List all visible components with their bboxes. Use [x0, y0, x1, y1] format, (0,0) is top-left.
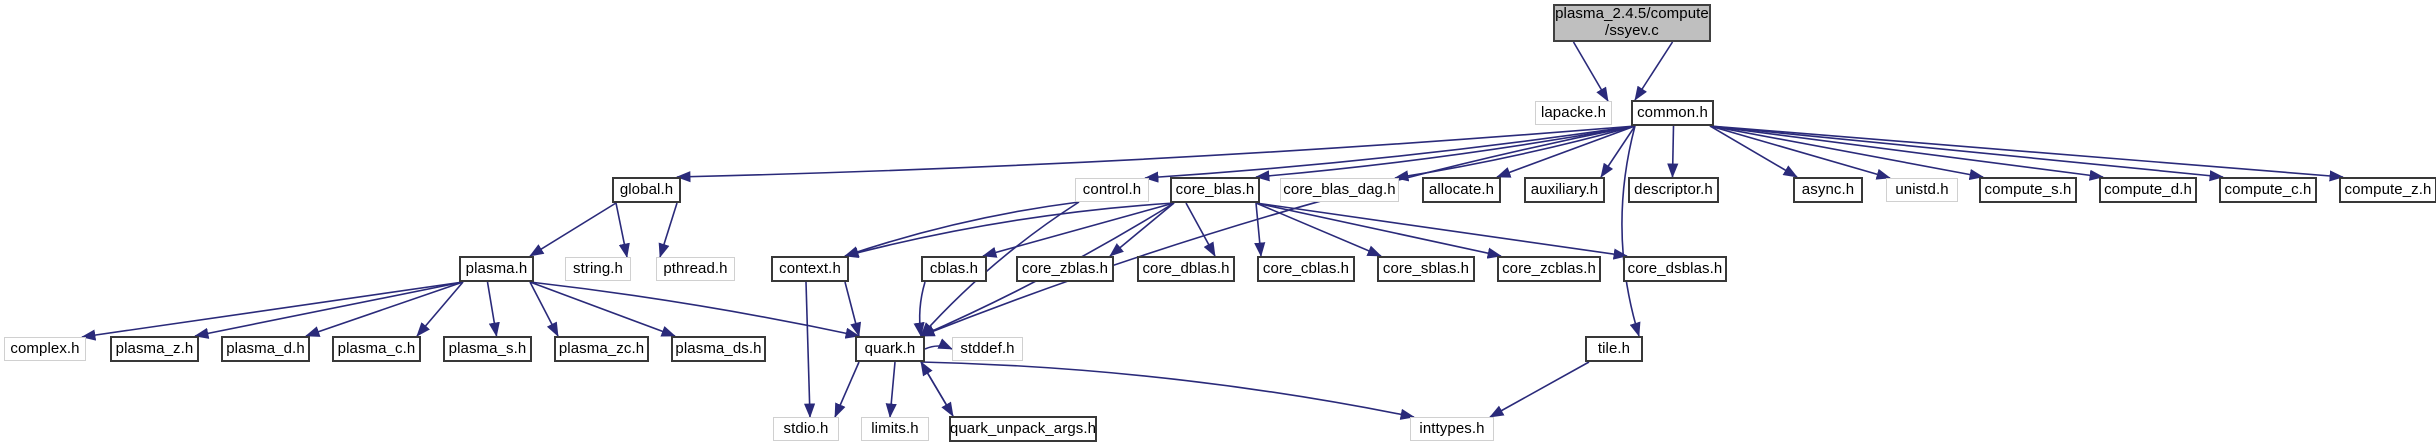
graph-edge-core_blas-to-core_zcblas — [1255, 202, 1502, 259]
graph-node-plasma_c[interactable]: plasma_c.h — [332, 336, 421, 362]
graph-edge-quark-to-limits — [885, 361, 897, 418]
graph-edge-plasma-to-plasma_d — [305, 281, 464, 337]
graph-node-inttypes[interactable]: inttypes.h — [1410, 417, 1494, 441]
graph-node-lapacke[interactable]: lapacke.h — [1535, 101, 1612, 125]
graph-node-compute_s[interactable]: compute_s.h — [1979, 177, 2077, 203]
graph-node-core_zcblas[interactable]: core_zcblas.h — [1497, 256, 1601, 282]
graph-edge-common-to-compute_s — [1709, 125, 1984, 181]
graph-node-plasma_zc[interactable]: plasma_zc.h — [554, 336, 649, 362]
graph-node-core_blas[interactable]: core_blas.h — [1170, 177, 1260, 203]
graph-edge-common-to-unistd — [1709, 125, 1891, 180]
graph-edge-plasma-to-plasma_ds — [529, 281, 676, 337]
graph-edge-quark-to-inttypes — [920, 361, 1415, 420]
graph-edge-plasma-to-plasma_s — [486, 281, 500, 337]
graph-node-global[interactable]: global.h — [612, 177, 681, 203]
graph-edge-common-to-compute_c — [1709, 125, 2224, 182]
graph-node-descriptor[interactable]: descriptor.h — [1628, 177, 1719, 203]
graph-edge-plasma-to-quark — [529, 281, 860, 339]
graph-edge-common-to-global — [676, 125, 1636, 183]
graph-edge-common-to-auxiliary — [1600, 125, 1636, 178]
graph-edge-global-to-pthread — [658, 202, 678, 258]
graph-edge-control-to-context — [844, 201, 1080, 257]
graph-edge-quark-to-quark_unpack — [920, 361, 954, 417]
graph-node-async[interactable]: async.h — [1793, 177, 1863, 203]
graph-node-plasma_d[interactable]: plasma_d.h — [221, 336, 310, 362]
graph-node-string[interactable]: string.h — [565, 257, 631, 281]
graph-node-common[interactable]: common.h — [1631, 100, 1714, 126]
graph-edge-common-to-compute_z — [1709, 125, 2344, 182]
graph-edge-cblas-to-quark — [913, 281, 926, 337]
graph-node-pthread[interactable]: pthread.h — [656, 257, 735, 281]
graph-edge-global-to-plasma — [529, 202, 617, 257]
graph-edge-plasma-to-plasma_zc — [529, 281, 559, 337]
graph-edge-root-to-lapacke — [1572, 41, 1609, 102]
graph-node-core_sblas[interactable]: core_sblas.h — [1377, 256, 1475, 282]
graph-node-tile[interactable]: tile.h — [1585, 336, 1643, 362]
graph-edge-core_blas-to-core_dsblas — [1255, 202, 1628, 260]
graph-node-plasma_s[interactable]: plasma_s.h — [443, 336, 532, 362]
graph-node-quark[interactable]: quark.h — [855, 336, 925, 362]
graph-edge-common-to-tile — [1621, 125, 1641, 337]
graph-node-stdio[interactable]: stdio.h — [773, 417, 839, 441]
graph-edge-common-to-descriptor — [1667, 125, 1679, 178]
graph-edge-context-to-quark — [844, 281, 862, 337]
graph-edge-common-to-quark — [920, 125, 1636, 337]
graph-node-quark_unpack[interactable]: quark_unpack_args.h — [949, 416, 1097, 442]
graph-node-core_blas_dag[interactable]: core_blas_dag.h — [1280, 178, 1399, 202]
graph-edge-quark-to-stdio — [834, 361, 860, 418]
graph-edge-common-to-allocate — [1496, 125, 1636, 178]
graph-node-core_zblas[interactable]: core_zblas.h — [1016, 256, 1114, 282]
graph-edge-quark-to-stddef — [924, 338, 953, 350]
graph-edge-context-to-stdio — [804, 281, 816, 418]
graph-edge-global-to-string — [615, 202, 630, 258]
graph-node-core_dsblas[interactable]: core_dsblas.h — [1623, 256, 1727, 282]
graph-node-context[interactable]: context.h — [771, 256, 849, 282]
graph-edge-common-to-async — [1709, 125, 1798, 178]
graph-node-unistd[interactable]: unistd.h — [1886, 178, 1958, 202]
graph-node-plasma_ds[interactable]: plasma_ds.h — [671, 336, 766, 362]
graph-node-plasma[interactable]: plasma.h — [459, 256, 534, 282]
graph-node-root[interactable]: plasma_2.4.5/compute /ssyev.c — [1553, 4, 1711, 42]
graph-edge-common-to-control — [1144, 125, 1636, 183]
graph-node-compute_z[interactable]: compute_z.h — [2339, 177, 2436, 203]
graph-edge-core_blas-to-core_zblas — [1109, 202, 1175, 257]
graph-node-stddef[interactable]: stddef.h — [952, 337, 1023, 361]
graph-node-compute_d[interactable]: compute_d.h — [2099, 177, 2197, 203]
graph-node-complex[interactable]: complex.h — [4, 337, 86, 361]
graph-edge-core_blas-to-core_cblas — [1254, 202, 1266, 257]
graph-edge-core_blas-to-cblas — [982, 202, 1175, 258]
graph-edge-tile-to-inttypes — [1489, 361, 1590, 418]
graph-edge-core_blas-to-core_dblas — [1185, 202, 1216, 257]
graph-edge-plasma-to-plasma_z — [194, 281, 464, 339]
graph-edge-common-to-compute_d — [1709, 125, 2104, 181]
graph-node-auxiliary[interactable]: auxiliary.h — [1524, 177, 1605, 203]
graph-node-compute_c[interactable]: compute_c.h — [2219, 177, 2317, 203]
graph-node-cblas[interactable]: cblas.h — [921, 256, 987, 282]
graph-node-core_dblas[interactable]: core_dblas.h — [1137, 256, 1235, 282]
graph-node-allocate[interactable]: allocate.h — [1422, 177, 1501, 203]
graph-edge-plasma-to-complex — [81, 281, 464, 341]
edges-group — [81, 41, 2344, 420]
graph-node-plasma_z[interactable]: plasma_z.h — [110, 336, 199, 362]
graph-node-core_cblas[interactable]: core_cblas.h — [1257, 256, 1355, 282]
graph-node-control[interactable]: control.h — [1075, 178, 1149, 202]
graph-edge-core_blas-to-context — [844, 202, 1175, 259]
graph-edge-common-to-core_blas_dag — [1394, 125, 1636, 182]
graph-node-limits[interactable]: limits.h — [861, 417, 929, 441]
graph-edge-common-to-core_blas — [1255, 125, 1636, 182]
graph-edge-quark_unpack-to-quark — [920, 361, 954, 417]
graph-edge-root-to-common — [1634, 41, 1674, 101]
graph-edge-core_blas-to-core_sblas — [1255, 202, 1382, 257]
graph-edge-plasma-to-plasma_c — [416, 281, 464, 337]
